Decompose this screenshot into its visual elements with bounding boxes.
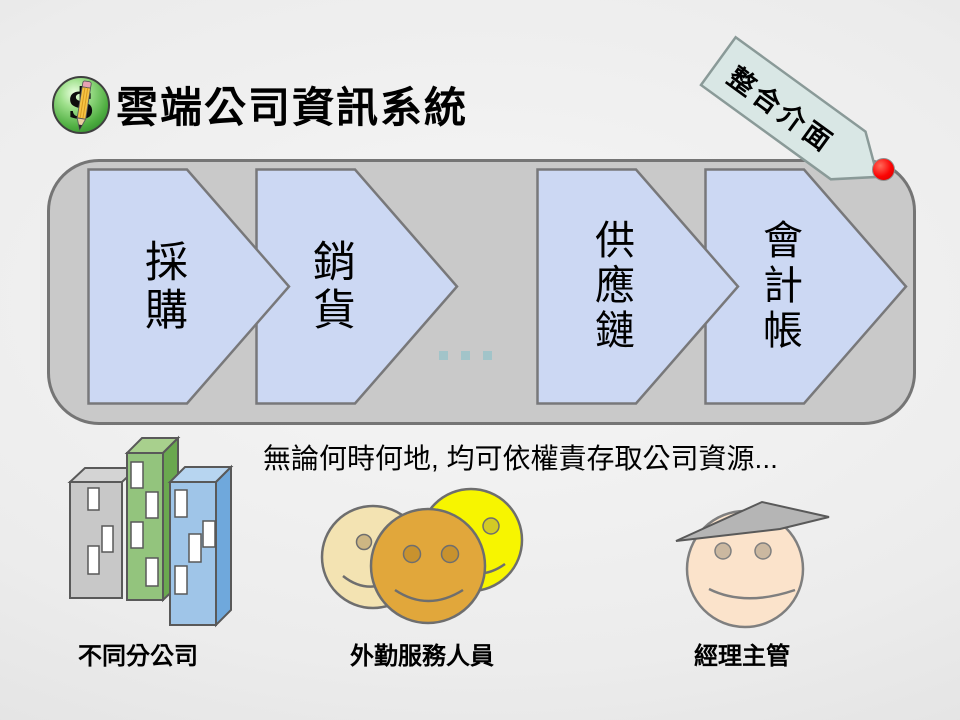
flow-step-sales: 銷貨 — [255, 168, 460, 405]
window — [130, 521, 144, 549]
window — [101, 525, 114, 553]
eye — [440, 544, 460, 564]
group-label-managers: 經理主管 — [694, 643, 790, 670]
chevron-shape — [255, 168, 459, 405]
eye — [402, 544, 422, 564]
group-label-field-staff: 外勤服務人員 — [350, 643, 494, 670]
window — [174, 565, 188, 595]
ellipsis-dot — [483, 351, 492, 360]
window — [202, 520, 216, 548]
eye — [355, 533, 373, 551]
chevron-polygon — [536, 168, 740, 405]
window — [87, 545, 100, 575]
step-label: 銷貨 — [306, 238, 355, 335]
slide-title: 雲端公司資訊系統 — [116, 84, 469, 131]
smile — [708, 587, 796, 600]
manager-illustration — [675, 500, 830, 629]
group-label-branches: 不同分公司 — [78, 643, 198, 670]
buildings-illustration — [67, 435, 234, 628]
chevron-polygon — [87, 168, 291, 405]
tag-shape — [699, 35, 880, 181]
blue-building-side — [215, 464, 232, 628]
step-label: 採購 — [138, 238, 187, 335]
chevron-polygon — [704, 168, 908, 405]
pencil-icon — [76, 80, 92, 132]
gold-smiley-face — [369, 507, 487, 625]
window — [130, 461, 144, 489]
step-label: 供應鏈 — [589, 219, 633, 354]
window — [145, 491, 159, 519]
tag-pin-dot — [872, 158, 895, 181]
tag-polygon — [699, 35, 880, 181]
chevron-shape — [704, 168, 908, 405]
eye — [714, 542, 732, 560]
ellipsis-dot — [439, 351, 448, 360]
eye — [754, 542, 772, 560]
chevron-shape — [87, 168, 291, 405]
flow-step-accounting: 會計帳 — [704, 168, 909, 405]
chevron-polygon — [255, 168, 459, 405]
window — [145, 557, 159, 587]
chevron-shape — [536, 168, 740, 405]
finance-app-icon: $ — [52, 76, 110, 134]
window — [174, 489, 188, 518]
flow-step-purchasing: 採購 — [87, 168, 292, 405]
ellipsis-dot — [461, 351, 470, 360]
flow-step-supply-chain: 供應鏈 — [536, 168, 741, 405]
manager-hat — [675, 500, 830, 542]
eye — [482, 517, 500, 535]
window — [87, 487, 100, 511]
window — [188, 533, 202, 563]
smileys-illustration — [320, 487, 524, 625]
step-label: 會計帳 — [757, 219, 801, 354]
smile — [394, 588, 464, 603]
integration-tag: 整合介面 — [699, 35, 897, 203]
access-caption: 無論何時何地, 均可依權責存取公司資源... — [263, 443, 778, 474]
